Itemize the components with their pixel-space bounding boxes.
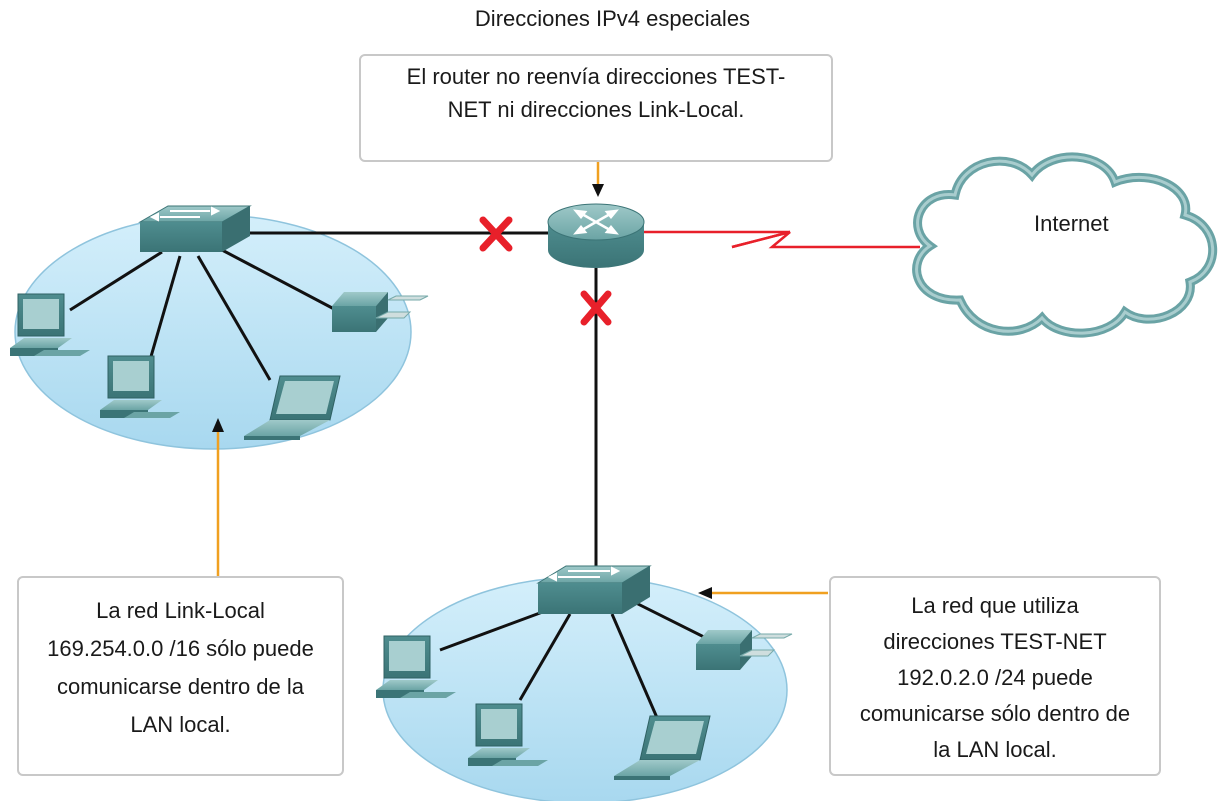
link-switch1-printer: [221, 248, 337, 312]
test-net-note-line: 192.0.2.0 /24 puede: [897, 665, 1093, 690]
router-note-line: NET ni direcciones Link-Local.: [447, 97, 745, 122]
router-note-line: El router no reenvía direcciones TEST-: [406, 64, 786, 89]
link-switch2-printer: [629, 598, 711, 642]
serial-link-icon: [636, 230, 920, 249]
cloud-icon: [912, 152, 1218, 338]
link-local-note-line: comunicarse dentro de la: [56, 674, 305, 699]
internet-label: Internet: [1034, 211, 1109, 236]
link-switch1-pc1: [69, 250, 163, 312]
diagram-title: Direcciones IPv4 especiales: [474, 6, 751, 31]
callout-arrow-test-net: [698, 587, 828, 599]
test-net-note-line: comunicarse sólo dentro de: [859, 701, 1131, 726]
laptop-icon: [244, 375, 341, 440]
blocked-x-icon: [479, 216, 513, 252]
link-switch1-laptop: [196, 255, 272, 381]
desktop-pc-icon: [10, 293, 90, 356]
link-local-note-line: La red Link-Local: [96, 598, 265, 623]
link-switch2-pc2: [518, 613, 572, 701]
printer-icon: [332, 292, 429, 332]
test-net-note-line: direcciones TEST-NET: [883, 629, 1107, 654]
link-switch2-pc1: [439, 608, 549, 652]
link-local-note-line: LAN local.: [130, 712, 231, 737]
desktop-pc-icon: [376, 635, 456, 698]
link-local-note-line: 169.254.0.0 /16 sólo puede: [47, 636, 314, 661]
switch-icon: [138, 205, 252, 252]
test-net-note-callout: La red que utiliza direcciones TEST-NET …: [829, 576, 1161, 776]
laptop-icon: [614, 715, 711, 780]
test-net-note-line: la LAN local.: [933, 737, 1057, 762]
link-switch2-laptop: [610, 613, 660, 721]
link-switch1-pc2: [148, 255, 182, 361]
printer-icon: [696, 630, 793, 670]
router-icon: [547, 203, 645, 268]
desktop-pc-icon: [468, 703, 548, 766]
callout-arrow-link-local: [212, 418, 224, 576]
desktop-pc-icon: [100, 355, 180, 418]
switch-icon: [536, 565, 652, 614]
blocked-x-icon: [580, 290, 612, 326]
link-local-note-callout: La red Link-Local 169.254.0.0 /16 sólo p…: [17, 576, 344, 776]
test-net-note-line: La red que utiliza: [911, 593, 1079, 618]
router-note-callout: El router no reenvía direcciones TEST- N…: [359, 54, 833, 162]
